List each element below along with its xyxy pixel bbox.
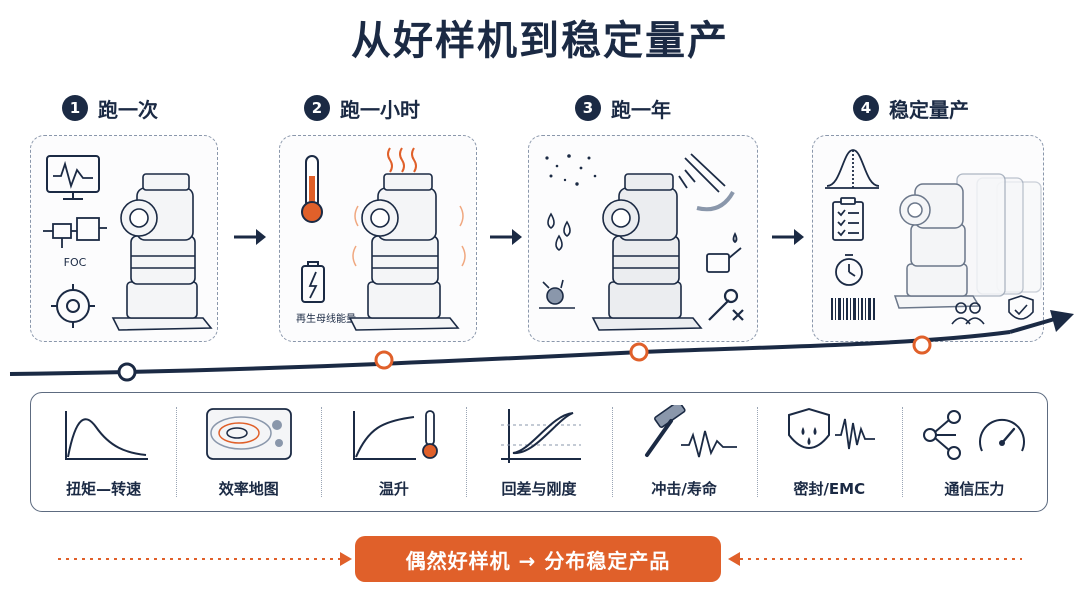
timeline-milestone-3 [629, 342, 649, 362]
torque-speed-curve-icon [64, 411, 148, 460]
oil-can-icon [706, 231, 742, 273]
step-2-to-3-arrow [488, 225, 524, 249]
barcode-icon [831, 298, 875, 320]
metric-communication-stress: 通信压力 [901, 393, 1047, 511]
actuator-joint-illustration [348, 173, 460, 331]
water-drops-icon [547, 212, 571, 251]
actuator-joint-illustration [111, 173, 213, 331]
actuator-joint-illustration [893, 183, 981, 309]
checklist-icon [832, 197, 864, 241]
step-4-header: 4 稳定量产 [853, 94, 969, 122]
bottom-dotted-arrows [58, 552, 1022, 566]
metric-label: 冲击/寿命 [651, 480, 717, 498]
step-3-to-4-arrow [770, 225, 806, 249]
step-4-panel [812, 135, 1044, 342]
thermometer-icon [301, 155, 323, 223]
step-1-panel: FOC [30, 135, 218, 342]
hysteresis-loop-icon [500, 409, 581, 463]
users-icon [951, 302, 985, 325]
step-1-label: 跑一次 [98, 97, 158, 122]
metric-label: 扭矩—转速 [66, 480, 142, 498]
metric-efficiency-map: 效率地图 [176, 393, 321, 511]
timeline-milestone-4 [912, 335, 932, 355]
summary-banner: 偶然好样机 → 分布稳定产品 [355, 536, 721, 582]
step-3-label: 跑一年 [611, 97, 671, 122]
metric-seal-emc: 密封/EMC [756, 393, 902, 511]
step-1-to-2-arrow [232, 225, 268, 249]
step-3-header: 3 跑一年 [575, 94, 671, 122]
mass-production-actuators-illustration [956, 173, 1042, 297]
step-2-panel: 再生母线能量 [279, 135, 477, 342]
hammer-impact-icon [645, 405, 738, 458]
heat-waves-icon [387, 147, 417, 173]
metric-temperature-rise: 温升 [321, 393, 466, 511]
shield-seal-icon [788, 407, 876, 450]
network-gauge-icon [923, 410, 1026, 460]
metric-label: 通信压力 [944, 480, 1005, 498]
impact-rock-icon [539, 279, 575, 309]
encoder-gear-icon [51, 284, 95, 328]
heating-glow-lines [352, 205, 466, 267]
step-4-label: 稳定量产 [889, 97, 969, 122]
temperature-rise-icon [352, 410, 438, 460]
efficiency-map-icon [205, 408, 292, 460]
stopwatch-icon [835, 254, 863, 286]
timeline-arrowhead [1050, 310, 1074, 332]
timeline-milestone-1 [117, 362, 137, 382]
metric-label: 回差与刚度 [501, 480, 577, 498]
monitor-waveform-icon [46, 155, 100, 200]
metric-torque-speed: 扭矩—转速 [31, 393, 176, 511]
step-2-header: 2 跑一小时 [304, 94, 420, 122]
battery-icon [301, 261, 325, 303]
shield-check-icon [1008, 295, 1034, 320]
step-2-number: 2 [304, 95, 330, 121]
metrics-strip: 扭矩—转速 效率地图 温升 回差与刚度 [30, 392, 1048, 512]
step-4-number: 4 [853, 95, 879, 121]
distribution-curve-icon [825, 149, 880, 189]
wrench-fail-icon [708, 288, 744, 321]
metric-label: 温升 [378, 480, 409, 498]
metric-impact-life: 冲击/寿命 [611, 393, 757, 511]
timeline-curve [9, 330, 1011, 376]
circuit-icon [43, 217, 107, 248]
metric-label: 密封/EMC [793, 480, 866, 498]
metric-label: 效率地图 [218, 480, 279, 498]
dust-particles-icon [545, 154, 597, 186]
metric-hysteresis-stiffness: 回差与刚度 [466, 393, 611, 511]
timeline-milestone-2 [374, 350, 394, 370]
step-1-number: 1 [62, 95, 88, 121]
cable-chain-icon [678, 153, 735, 212]
foc-label: FOC [64, 256, 87, 269]
step-3-panel [528, 135, 758, 342]
page-title: 从好样机到稳定量产 [351, 18, 729, 64]
regen-bus-label: 再生母线能量 [296, 312, 356, 325]
step-3-number: 3 [575, 95, 601, 121]
actuator-joint-illustration [591, 173, 703, 331]
progress-timeline [9, 310, 1074, 382]
step-1-header: 1 跑一次 [62, 94, 158, 122]
step-2-label: 跑一小时 [340, 97, 420, 122]
